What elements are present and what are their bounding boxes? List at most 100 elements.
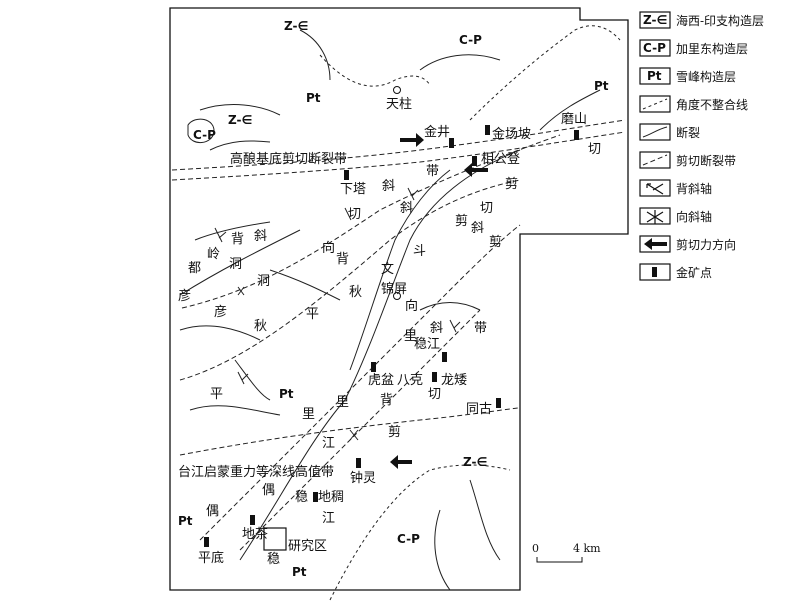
structure-label: 向 (405, 298, 418, 314)
structure-label: 带 (426, 164, 439, 179)
faults (179, 29, 601, 591)
structure-label: 八克 (397, 373, 423, 388)
structure-label: 切 (480, 201, 493, 216)
structure-label: 秋 (254, 319, 267, 334)
shear-direction-arrows (390, 133, 488, 469)
unit-label: C-P (459, 33, 482, 47)
structure-label: 秋 (349, 285, 362, 300)
structure-label: 剪 (489, 234, 502, 250)
legend-item: 金矿点 (639, 263, 712, 281)
structure-label: 切 (428, 387, 441, 402)
legend-item: 背斜轴 (639, 179, 712, 197)
structure-label: 稳 (267, 551, 280, 567)
deposit-marker-xianggongping (472, 156, 477, 166)
svg-text:角度不整合线: 角度不整合线 (676, 97, 748, 112)
deposit-marker-xiata (344, 170, 349, 180)
structure-label: 斜 (430, 321, 443, 336)
structure-label: 平 (306, 307, 319, 322)
svg-text:剪切断裂带: 剪切断裂带 (676, 153, 736, 168)
structure-label: 都 (188, 261, 201, 276)
town-jinping-marker (393, 292, 401, 300)
svg-text:加里东构造层: 加里东构造层 (676, 41, 748, 56)
structure-label: 彦 (214, 304, 227, 320)
svg-text:剪切力方向: 剪切力方向 (676, 237, 736, 252)
deposit-marker-hupen (371, 362, 376, 372)
zone-label-taijiang: 台江启蒙重力等深线高值带 (178, 464, 334, 480)
structure-label: 带 (474, 321, 487, 336)
unit-label: C-P (397, 532, 420, 546)
structure-label: 文 (381, 262, 394, 277)
structure-label: 洞 (229, 257, 242, 272)
deposit-label: 金场坡 (492, 126, 531, 142)
study-area-label: 研究区 (288, 539, 327, 554)
legend-item: 角度不整合线 (639, 95, 748, 113)
structure-labels: 带 斜 斜 切 剪 斜 剪 切 斗 背 剪 斜 向 背 都 岭 洞 洞 彦 彦 … (178, 142, 601, 567)
structure-label: 江 (322, 511, 335, 526)
deposit-label: 平底 (198, 550, 224, 566)
svg-text:C-P: C-P (643, 41, 666, 55)
unit-label: Pt (594, 79, 609, 93)
structure-label: 剪 (455, 213, 468, 229)
deposit-marker-pingdi (204, 537, 209, 547)
svg-text:背斜轴: 背斜轴 (676, 181, 712, 196)
structure-label: 斜 (400, 201, 413, 216)
structure-label: 斗 (413, 244, 426, 259)
structure-label: 斜 (382, 179, 395, 194)
structure-label: 剪 (388, 424, 401, 440)
deposit-marker-jinjing (449, 138, 454, 148)
structure-label: 偶 (206, 504, 219, 519)
legend-item: Pt 雪峰构造层 (639, 67, 736, 85)
legend: Z-∈ 海西-印支构造层 C-P 加里东构造层 Pt 雪峰构造层 角度不整合线 … (639, 11, 764, 281)
study-area-box (263, 527, 287, 551)
deposit-label: 地茶 (242, 526, 268, 542)
structure-label: 剪 (505, 176, 518, 192)
structure-label: 里 (302, 407, 315, 422)
unit-label: Z-∈ (284, 19, 308, 33)
deposit-label: 虎盆 (368, 373, 394, 388)
deposit-label: 地稠 (318, 490, 344, 505)
unit-label: Pt (279, 387, 294, 401)
structure-label: 切 (588, 142, 601, 157)
structure-label: 平 (210, 387, 223, 402)
legend-item: 断裂 (639, 123, 700, 141)
deposit-marker-wengjiang (442, 352, 447, 362)
structure-label: 岭 (207, 247, 220, 262)
structure-label: 背 (231, 232, 244, 247)
fold-axis-markers (214, 187, 461, 441)
unit-labels: Z-∈ C-P Z-∈ C-P Z-∈ C-P Pt Pt Pt Pt Pt (178, 19, 609, 579)
scale-bar: 0 4 km (532, 542, 601, 563)
structure-label: 斜 (471, 221, 484, 236)
deposit-marker-dicha (250, 515, 255, 525)
structure-label: 向 (322, 240, 335, 256)
structure-label: 背 (336, 252, 349, 267)
structure-label: 江 (322, 436, 335, 451)
deposit-label: 相公登 (481, 152, 520, 167)
structure-label: 彦 (178, 288, 191, 304)
place-label-tianzhu: 天柱 (386, 97, 412, 112)
deposit-marker-jinchangpo (485, 125, 490, 135)
unconformity-lines (319, 25, 621, 601)
svg-text:Pt: Pt (647, 69, 662, 83)
svg-text:海西-印支构造层: 海西-印支构造层 (676, 13, 764, 28)
shear-arrow-1 (400, 133, 424, 147)
structure-label: 稳 (295, 489, 308, 505)
place-label-jinping: 锦屏 (381, 282, 407, 297)
legend-item: C-P 加里东构造层 (639, 39, 748, 57)
svg-text:雪峰构造层: 雪峰构造层 (676, 69, 736, 84)
structure-label: 洞 (257, 274, 270, 289)
legend-item: 剪切断裂带 (639, 151, 736, 169)
legend-item: 向斜轴 (639, 207, 712, 225)
scale-zero: 0 (532, 542, 539, 555)
shear-arrow-2 (464, 163, 488, 177)
shear-arrow-3 (390, 455, 412, 469)
deposit-label: 金井 (424, 124, 450, 140)
deposit-label: 钟灵 (350, 470, 376, 486)
scale-length: 4 km (573, 542, 601, 555)
deposit-label: 下塔 (340, 182, 366, 197)
shear-zones (171, 119, 626, 551)
legend-item: 剪切力方向 (639, 235, 736, 253)
svg-text:断裂: 断裂 (676, 125, 700, 140)
unit-label: Pt (306, 91, 321, 105)
deposit-marker-moshan (574, 130, 579, 140)
